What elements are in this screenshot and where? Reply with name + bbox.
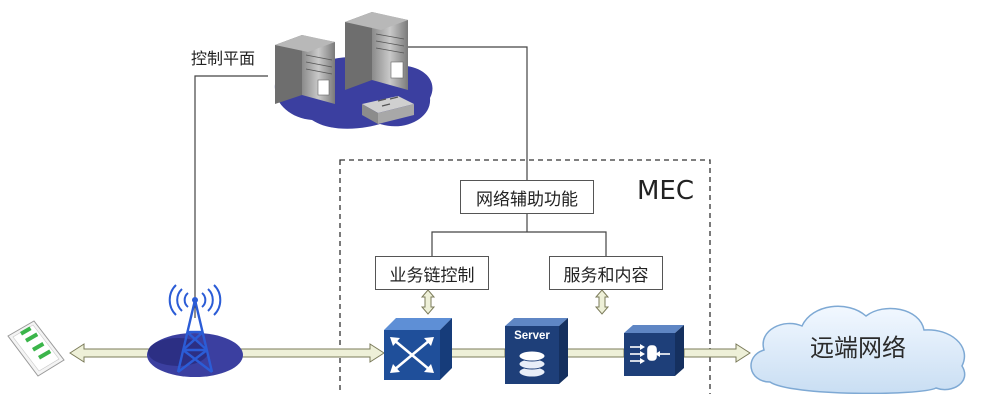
- arrow-switch-server: [447, 348, 506, 358]
- remote-network-cloud: [750, 305, 966, 394]
- line-control-to-assist: [405, 46, 528, 180]
- arrow-server-storage: [561, 348, 625, 358]
- line-control-to-tower: [194, 75, 268, 318]
- router-icon: [362, 96, 414, 124]
- cell-tower-cluster: [147, 284, 243, 377]
- server-label: Server: [514, 330, 550, 342]
- vertical-double-arrows: [420, 289, 610, 315]
- arrow-tower-switch: [229, 343, 385, 363]
- arrow-storage-cloud: [683, 343, 751, 363]
- tower-icon: [176, 299, 214, 373]
- network-assist-function-box: 网络辅助功能: [460, 180, 594, 214]
- control-plane-cluster: [274, 12, 433, 129]
- service-and-content-box: 服务和内容: [549, 256, 663, 290]
- connector-lines: [194, 46, 607, 318]
- double-arrow-content: [594, 289, 610, 315]
- switch-icon: [384, 318, 452, 380]
- control-plane-label: 控制平面: [191, 49, 256, 68]
- double-arrow-chain: [420, 289, 436, 315]
- service-chain-control-box: 业务链控制: [375, 256, 489, 290]
- database-icon: [518, 350, 546, 378]
- gateway-icon: [624, 325, 684, 376]
- line-assist-branches: [431, 231, 607, 257]
- mec-boundary: [339, 159, 711, 394]
- signal-waves-icon: [168, 284, 222, 316]
- server-rack-icon: [345, 12, 408, 90]
- mec-label: MEC: [637, 176, 695, 206]
- remote-network-label: 远端网络: [810, 334, 906, 362]
- smartphone-icon: [7, 320, 65, 377]
- mec-server-icon: Server: [505, 318, 568, 384]
- server-rack-icon: [275, 35, 335, 104]
